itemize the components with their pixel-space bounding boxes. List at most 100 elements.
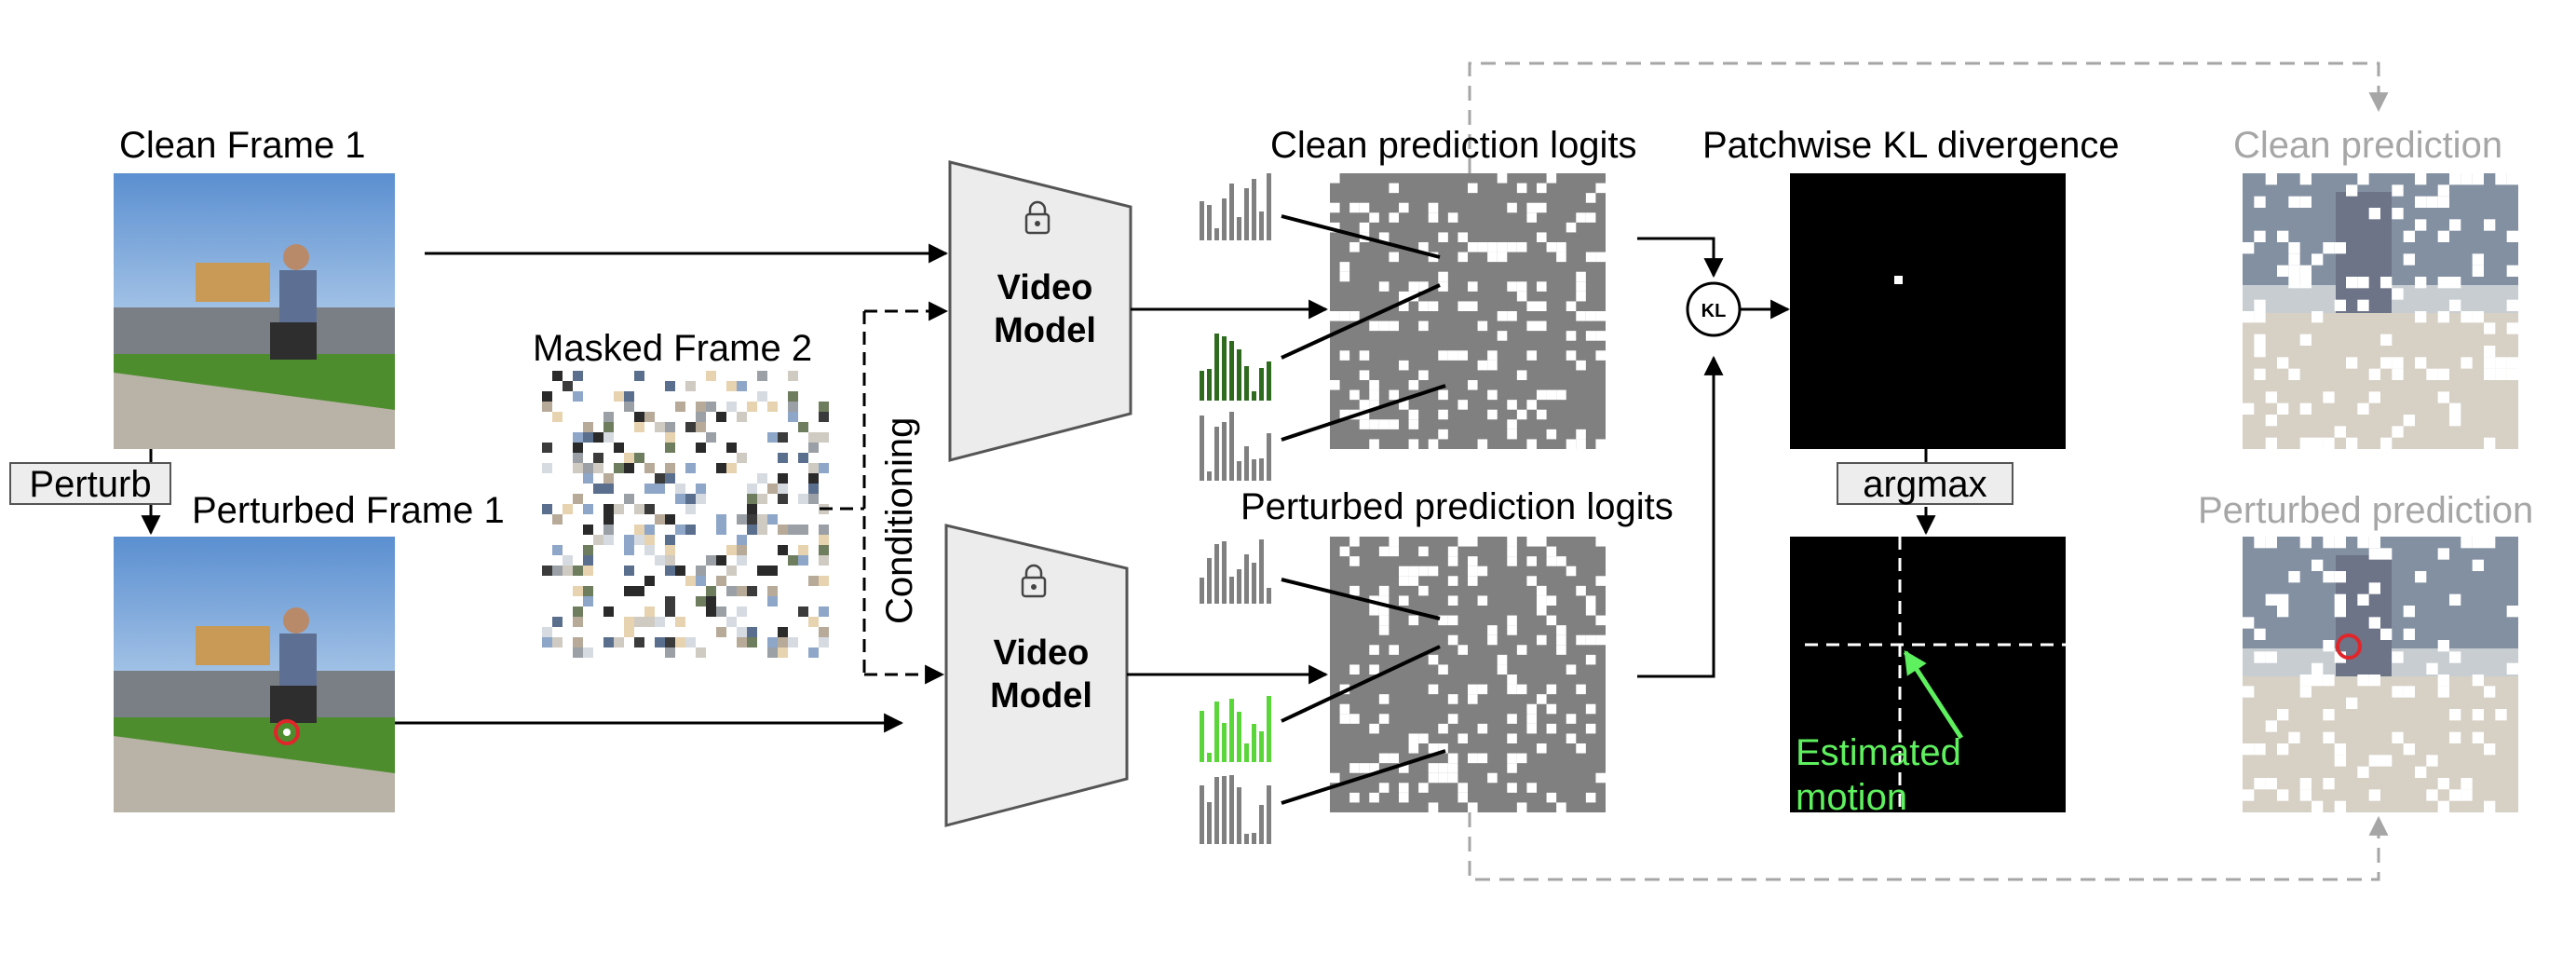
frame-patch — [737, 412, 747, 422]
masked-patch — [1585, 212, 1596, 223]
masked-patch — [1399, 360, 1409, 371]
masked-patch — [1516, 645, 1527, 655]
prediction-hole — [2437, 686, 2449, 698]
prediction-hole — [2437, 184, 2449, 197]
masked-patch — [1389, 645, 1399, 655]
prediction-hole — [2265, 415, 2277, 427]
prediction-hole — [2254, 651, 2266, 663]
masked-patch — [1418, 733, 1429, 743]
masked-patch — [1349, 763, 1360, 773]
frame-patch — [737, 514, 747, 525]
frame-patch — [788, 371, 798, 381]
masked-patch — [1507, 675, 1517, 685]
masked-patch — [1339, 311, 1350, 321]
masked-patch — [1468, 566, 1478, 577]
prediction-hole — [2368, 582, 2380, 594]
masked-patch — [1556, 242, 1566, 252]
masked-patch — [1546, 389, 1557, 401]
frame-patch — [655, 555, 665, 566]
prediction-hole — [2254, 334, 2266, 346]
prediction-hole — [2392, 426, 2404, 438]
masked-patch — [1546, 792, 1557, 803]
masked-patch — [1507, 625, 1517, 635]
masked-patch — [1585, 595, 1596, 606]
frame-patch — [552, 412, 563, 422]
prediction-hole — [2288, 571, 2300, 583]
masked-patch — [1507, 684, 1517, 695]
masked-patch — [1389, 419, 1399, 429]
masked-patch — [1546, 615, 1557, 626]
masked-patch — [1497, 173, 1508, 184]
masked-patch — [1418, 585, 1429, 596]
masked-patch — [1537, 409, 1547, 420]
frame-patch — [655, 473, 665, 484]
masked-patch — [1428, 763, 1439, 773]
frame-patch — [819, 576, 829, 586]
histogram-bar — [1267, 361, 1271, 401]
prediction-hole — [2357, 277, 2369, 289]
prediction-hole — [2415, 219, 2427, 231]
frame-patch — [542, 637, 552, 647]
masked-patch — [1447, 595, 1458, 606]
frame-patch — [634, 535, 644, 545]
frame-patch — [685, 381, 696, 391]
histogram-bar — [1200, 201, 1204, 240]
masked-patch — [1595, 439, 1606, 449]
frame-patch — [573, 586, 583, 596]
masked-patch — [1428, 439, 1439, 449]
prediction-hole — [2357, 537, 2369, 549]
masked-patch — [1487, 252, 1498, 263]
histogram-bar — [1207, 471, 1212, 481]
masked-patch — [1507, 714, 1517, 724]
prediction-hole — [2299, 686, 2312, 698]
frame-patch — [665, 647, 675, 658]
frame-patch — [767, 647, 778, 658]
histogram-bar — [1267, 433, 1271, 481]
frame-patch — [665, 566, 675, 576]
histogram-bar — [1229, 699, 1234, 762]
masked-patch — [1378, 783, 1390, 793]
masked-patch — [1537, 301, 1547, 311]
prediction-hole — [2323, 242, 2335, 254]
prediction-hole — [2437, 196, 2449, 208]
prediction-hole — [2415, 173, 2427, 185]
frame-patch — [655, 514, 665, 525]
histogram-bar — [1267, 588, 1271, 604]
prediction-hole — [2415, 277, 2427, 289]
prediction-hole — [2288, 368, 2300, 380]
masked-patch — [1339, 546, 1350, 557]
masked-patch — [1585, 654, 1596, 665]
prediction-hole — [2357, 675, 2369, 687]
prediction-hole — [2243, 402, 2255, 415]
frame-patch — [614, 504, 624, 514]
prediction-hole — [2312, 800, 2324, 812]
masked-patch — [1497, 242, 1508, 252]
masked-patch — [1399, 576, 1409, 586]
prediction-hole — [2254, 537, 2266, 549]
masked-frame-patches — [542, 371, 829, 658]
masked-patch — [1438, 664, 1448, 675]
frame-patch — [634, 617, 644, 627]
prediction-hole — [2472, 731, 2484, 743]
histogram-bar — [1207, 802, 1212, 844]
frame-patch — [737, 381, 747, 391]
masked-patch — [1595, 252, 1606, 263]
masked-patch — [1566, 566, 1577, 577]
prediction-hole — [2299, 196, 2312, 208]
frame-patch — [603, 606, 614, 617]
histogram-bar — [1267, 696, 1271, 762]
frame-patch — [747, 484, 757, 494]
masked-patch — [1349, 664, 1360, 675]
frame-patch — [603, 637, 614, 647]
frame-patch — [603, 412, 614, 422]
masked-patch — [1447, 772, 1458, 784]
prediction-hole — [2484, 537, 2496, 549]
frame-patch — [737, 606, 747, 617]
frame-patch — [583, 596, 593, 606]
masked-patch — [1507, 615, 1517, 626]
prediction-hole — [2323, 537, 2335, 549]
prediction-hole — [2254, 196, 2266, 208]
masked-patch — [1457, 400, 1468, 410]
prediction-hole — [2312, 253, 2324, 266]
masked-patch — [1556, 634, 1566, 646]
